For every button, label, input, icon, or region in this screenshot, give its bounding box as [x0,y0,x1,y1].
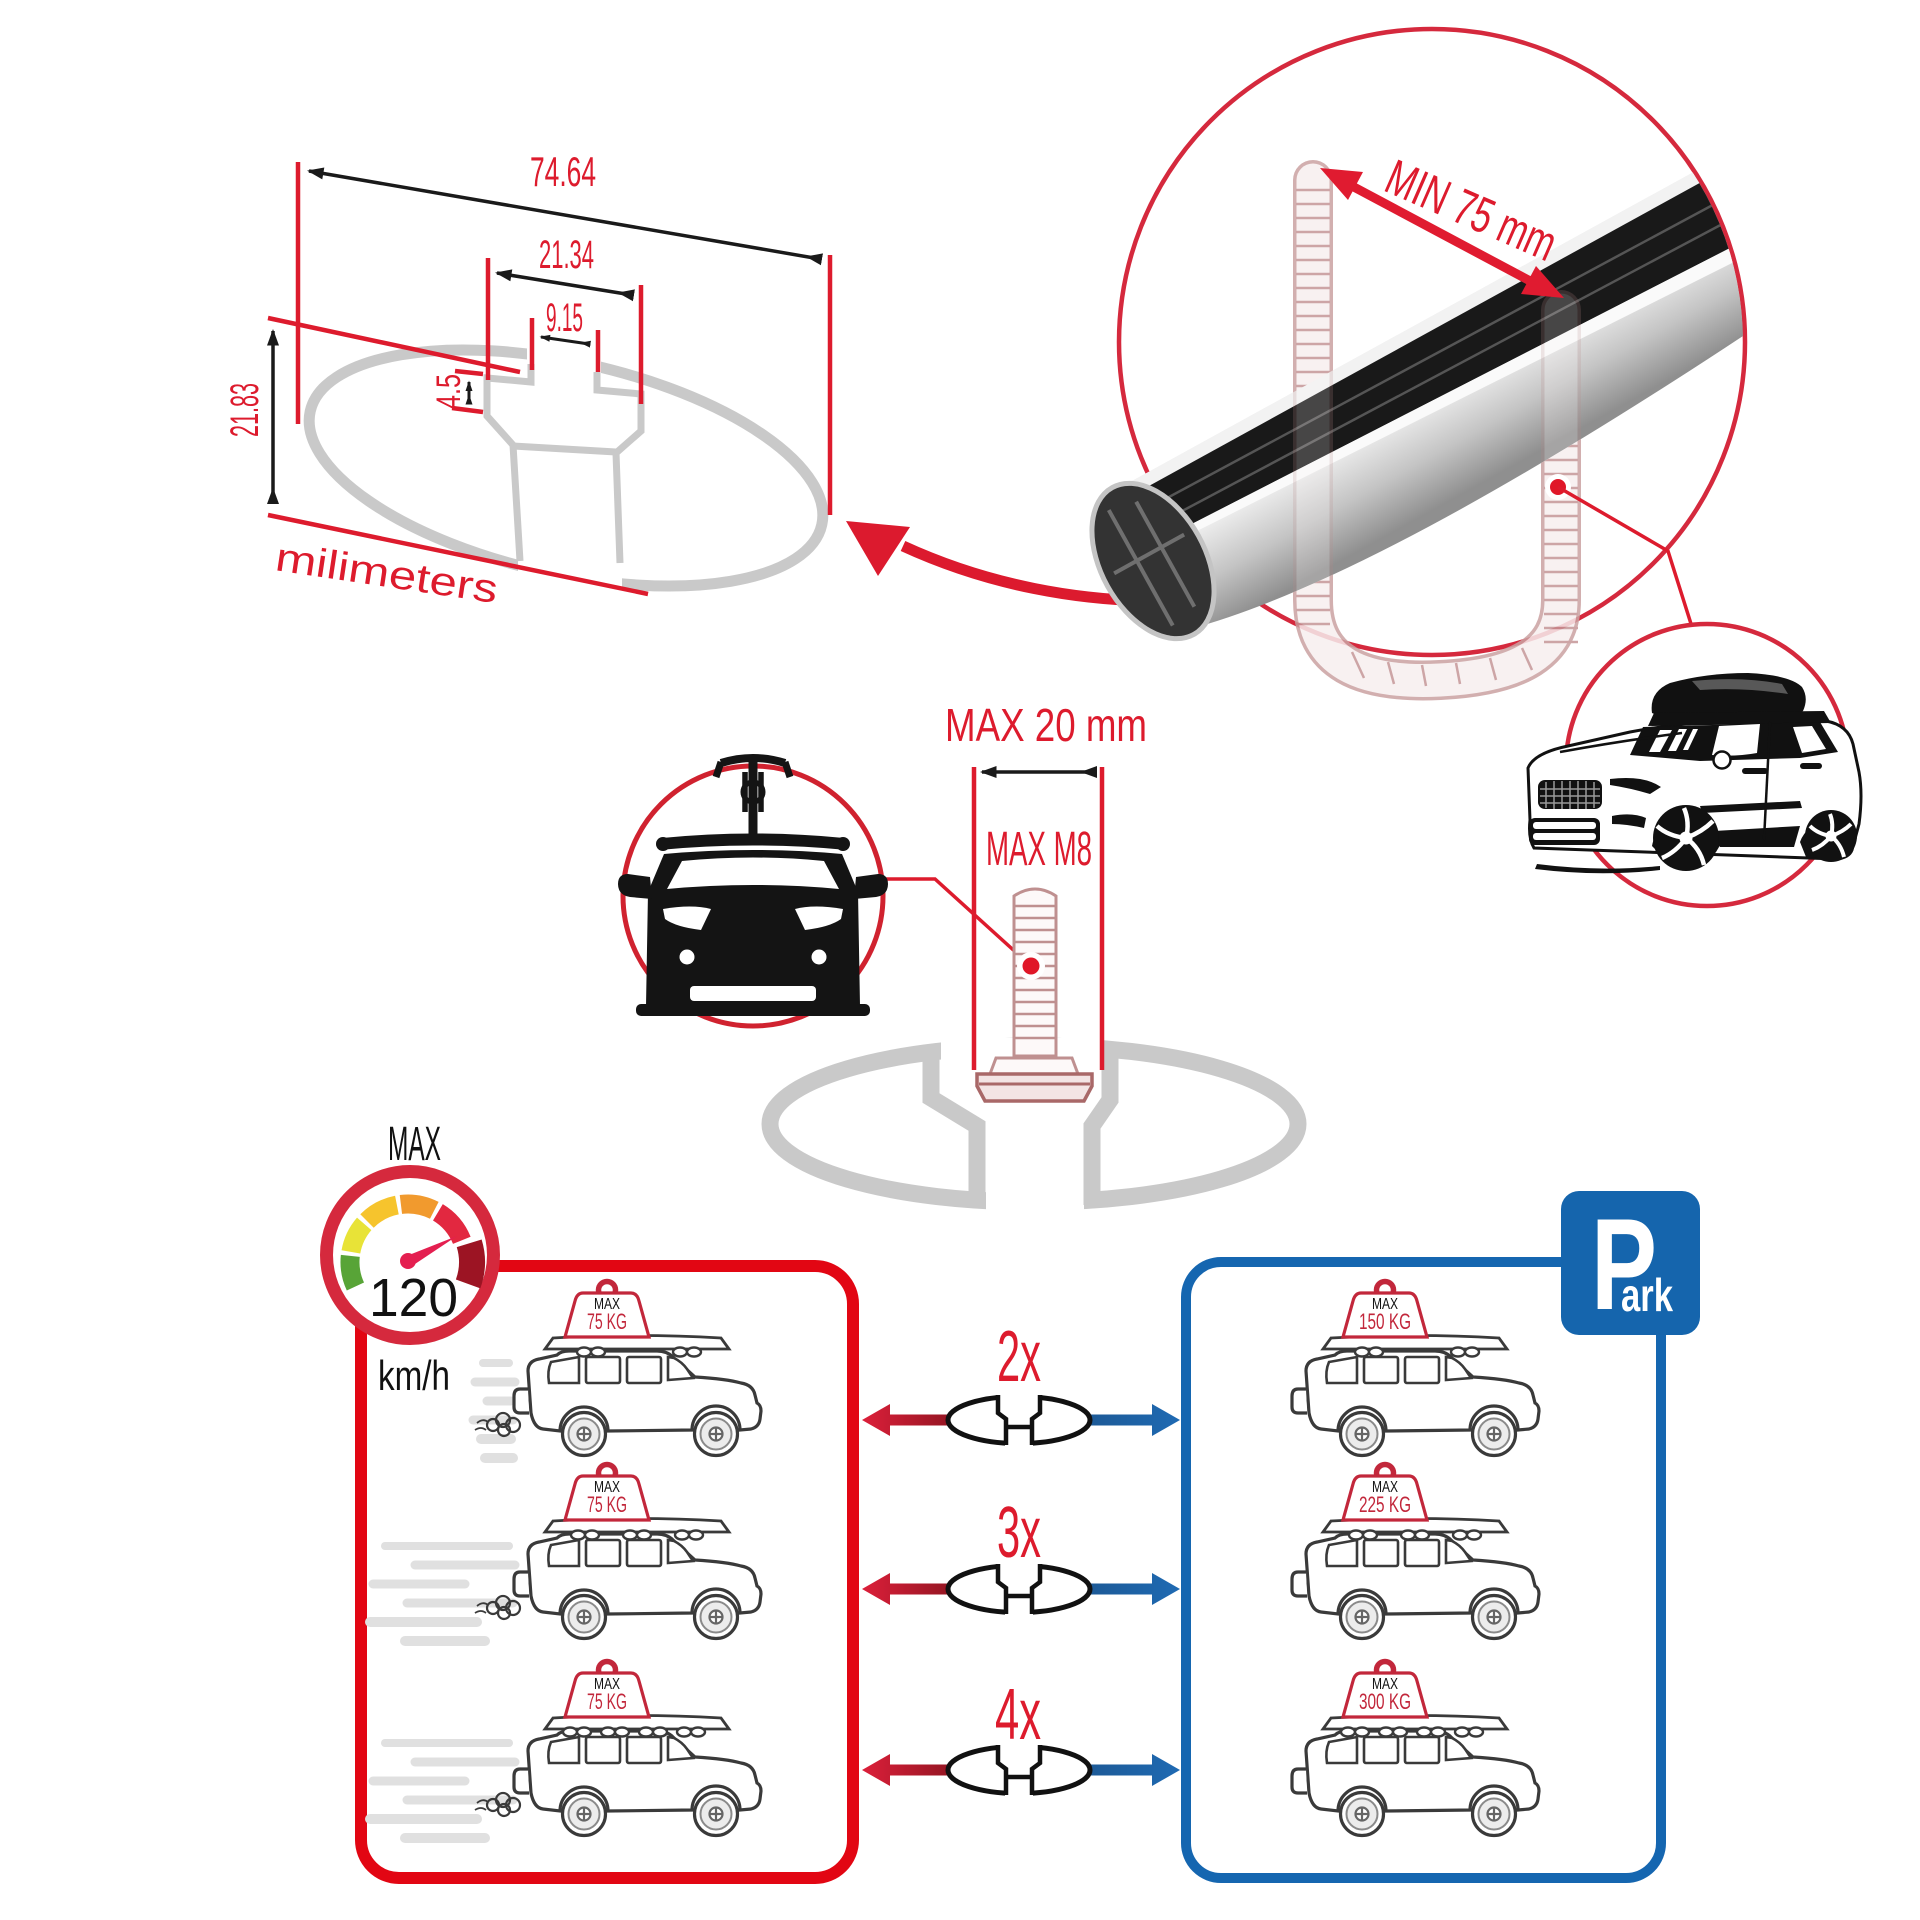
svg-text:75 KG: 75 KG [587,1689,627,1714]
svg-text:MAX M8: MAX M8 [986,823,1092,876]
svg-text:MAX: MAX [1372,1676,1398,1693]
svg-text:74.64: 74.64 [530,148,596,195]
svg-text:4.5: 4.5 [430,374,468,409]
svg-text:P: P [1591,1191,1657,1337]
svg-text:150 KG: 150 KG [1359,1309,1411,1334]
svg-text:MAX: MAX [594,1676,620,1693]
svg-text:MAX: MAX [1372,1296,1398,1313]
svg-text:225 KG: 225 KG [1359,1492,1411,1517]
svg-text:km/h: km/h [378,1352,450,1399]
svg-text:120: 120 [369,1268,458,1328]
svg-text:300 KG: 300 KG [1359,1689,1411,1714]
svg-text:ark: ark [1621,1269,1673,1321]
svg-text:4x: 4x [995,1675,1041,1755]
svg-text:2x: 2x [997,1317,1041,1397]
svg-text:MAX: MAX [594,1479,620,1496]
svg-text:21.34: 21.34 [539,233,594,277]
svg-text:MAX: MAX [594,1296,620,1313]
svg-text:75 KG: 75 KG [587,1492,627,1517]
svg-text:9.15: 9.15 [546,296,583,340]
svg-text:3x: 3x [997,1493,1041,1573]
svg-text:MAX 20 mm: MAX 20 mm [945,699,1147,751]
svg-text:21.83: 21.83 [223,383,267,437]
svg-text:MAX: MAX [1372,1479,1398,1496]
svg-text:75 KG: 75 KG [587,1309,627,1334]
svg-text:MAX: MAX [388,1118,441,1171]
